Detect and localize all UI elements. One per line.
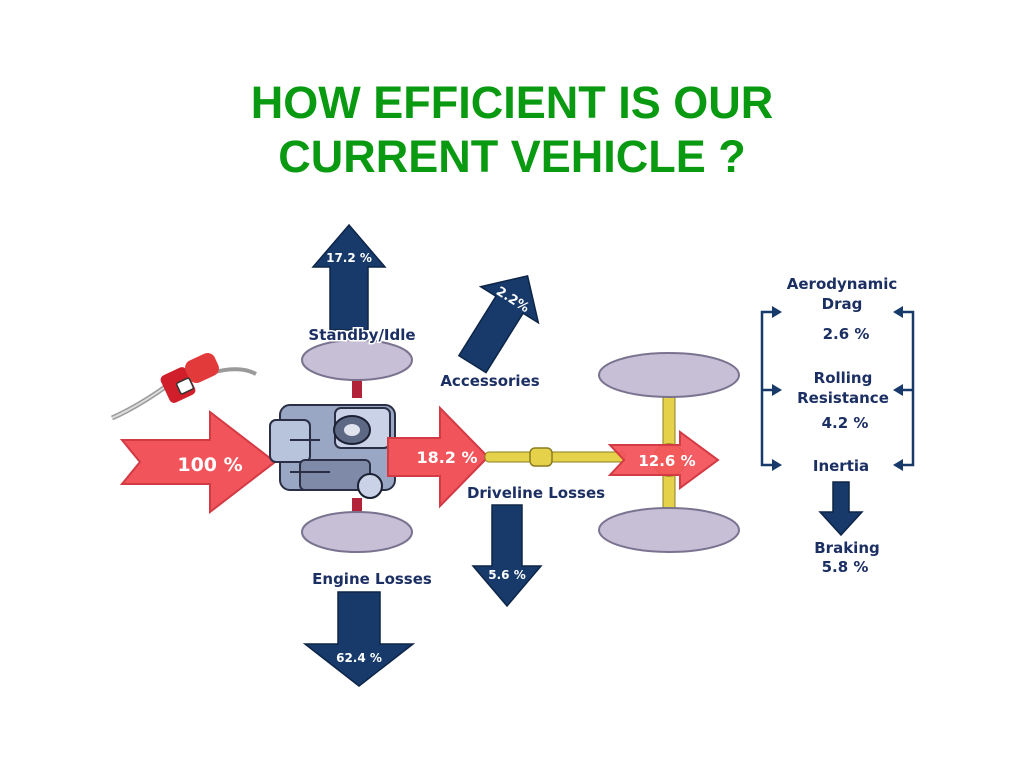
aero-drag-label-line-1: Aerodynamic <box>787 275 897 293</box>
standby-idle-arrow: 17.2 % <box>311 223 387 331</box>
wheel-icon <box>598 507 740 553</box>
vehicle-losses-panel: Aerodynamic Drag 2.6 % Rolling Resistanc… <box>760 274 915 578</box>
rolling-resistance-label-line-2: Resistance <box>797 389 889 407</box>
input-energy-arrow: 100 % <box>119 409 277 515</box>
rolling-resistance-label-line-1: Rolling <box>814 369 873 387</box>
accessories-arrow: 2.2% <box>457 275 540 374</box>
wheel-icon <box>301 339 413 381</box>
driveline-output-arrow: 12.6 % <box>607 430 720 490</box>
input-energy-value: 100 % <box>177 454 242 476</box>
page-title: HOW EFFICIENT IS OUR CURRENT VEHICLE ? <box>0 76 1024 184</box>
wheel-icon <box>598 352 740 398</box>
engine-losses-arrow: 62.4 % <box>302 591 416 687</box>
right-bracket-arrowheads <box>893 306 903 471</box>
aero-drag-value: 2.6 % <box>823 325 870 343</box>
engine-losses-label: Engine Losses <box>312 570 432 588</box>
rolling-resistance-value: 4.2 % <box>822 414 869 432</box>
aero-drag-label-line-2: Drag <box>822 295 863 313</box>
engine-icon <box>269 404 396 499</box>
inertia-label: Inertia <box>813 457 869 475</box>
standby-idle-label: Standby/Idle <box>308 326 415 344</box>
standby-idle-value: 17.2 % <box>326 251 372 265</box>
fuel-nozzle-icon <box>110 352 257 421</box>
title-line-1: HOW EFFICIENT IS OUR <box>250 77 774 128</box>
braking-label: Braking <box>814 539 880 557</box>
accessories-label: Accessories <box>440 372 539 390</box>
braking-value: 5.8 % <box>822 558 869 576</box>
right-bracket <box>902 310 915 467</box>
braking-arrow <box>818 481 864 537</box>
driveline-output-value: 12.6 % <box>638 452 695 470</box>
wheel-icon <box>301 511 413 553</box>
driveline-losses-value: 5.6 % <box>488 568 525 582</box>
engine-output-arrow: 18.2 % <box>387 405 490 509</box>
left-bracket-arrowheads <box>772 306 782 471</box>
rear-axle <box>598 352 740 553</box>
front-axle <box>301 339 413 553</box>
driveline-losses-label: Driveline Losses <box>467 484 605 502</box>
engine-output-value: 18.2 % <box>416 448 477 467</box>
title-line-2: CURRENT VEHICLE ? <box>278 131 746 182</box>
engine-losses-value: 62.4 % <box>336 651 382 665</box>
driveline-losses-arrow: 5.6 % <box>471 504 543 608</box>
drive-shaft <box>484 447 626 467</box>
